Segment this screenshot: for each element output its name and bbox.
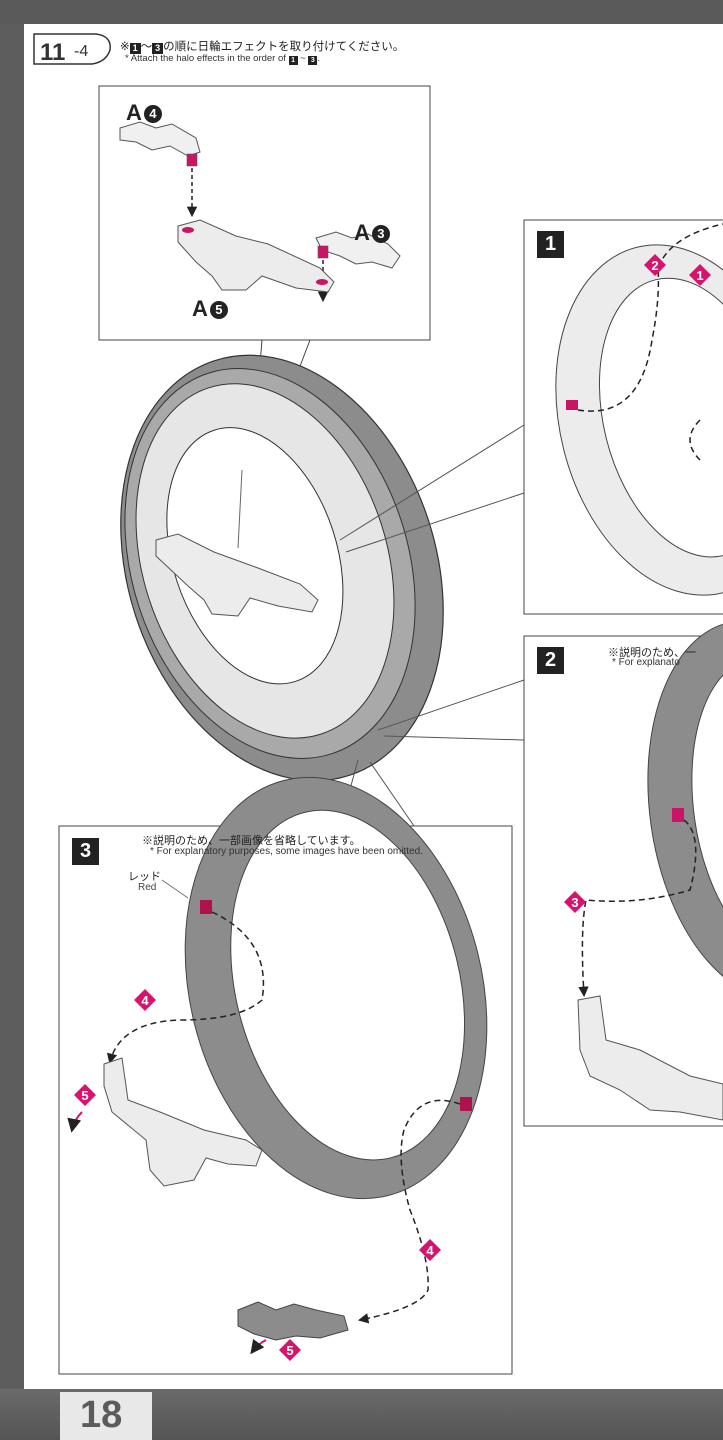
page-number: 18	[80, 1394, 123, 1436]
step-marker-text: 1	[696, 268, 703, 283]
note-jp-tilde: ～	[140, 41, 153, 53]
part-a5-number: 5	[209, 301, 228, 319]
main-halo-base	[155, 533, 319, 617]
panel-3	[58, 776, 513, 1375]
panel-2-note-en: * For explanato	[612, 657, 680, 668]
panel-1-number: 1	[537, 231, 564, 258]
note-en-step3-icon: 3	[308, 56, 318, 65]
color-label-jp: レッド	[128, 871, 161, 883]
note-jp-text: の順に日輪エフェクトを取り付けてください。	[163, 41, 405, 53]
panel-3-note-jp: ※説明のため、一部画像を省略しています。	[142, 835, 361, 847]
main-halo-ring	[120, 354, 444, 782]
note-en-step1-icon: 1	[288, 56, 298, 65]
part-a4-piece	[119, 121, 201, 167]
panel-2-number: 2	[537, 647, 564, 674]
instruction-note-en: * Attach the halo effects in the order o…	[125, 53, 320, 65]
step-major: 11	[40, 39, 65, 66]
step-marker-text: 3	[571, 895, 578, 910]
note-en-tilde: ~	[297, 53, 309, 64]
note-en-text: * Attach the halo effects in the order o…	[125, 53, 289, 64]
part-a5-base	[177, 219, 335, 293]
color-label-en: Red	[138, 882, 157, 893]
note-jp-step3-icon: 3	[152, 43, 164, 54]
step-marker-text: 2	[651, 258, 658, 273]
note-jp-sym: ※	[120, 41, 130, 53]
page-frame-top	[0, 0, 723, 24]
panel-3-number: 3	[72, 838, 99, 865]
step-minor: -4	[74, 43, 88, 60]
note-en-end: .	[317, 53, 321, 64]
part-a3-letter: A	[354, 220, 370, 245]
step-marker-6: 5	[74, 1084, 96, 1106]
step-marker-4: 4	[134, 989, 156, 1011]
panel-2-note-jp: ※説明のため、一	[608, 647, 696, 659]
part-a5-letter: A	[192, 296, 208, 321]
step-marker-7: 5	[279, 1339, 301, 1361]
panel-3-note-en: * For explanatory purposes, some images …	[150, 846, 423, 857]
step-marker-5: 4	[419, 1239, 441, 1261]
step-marker-text: 5	[81, 1088, 88, 1103]
panel-2	[523, 620, 723, 1127]
step-marker-1: 1	[689, 264, 711, 286]
part-a4-number: 4	[143, 105, 162, 123]
step-marker-3: 3	[564, 891, 586, 913]
part-a4-letter: A	[126, 100, 142, 125]
step-marker-text: 4	[141, 993, 149, 1008]
page-number-tab: 18	[60, 1392, 152, 1440]
step-marker-2: 2	[644, 254, 666, 276]
part-a3-number: 3	[371, 225, 390, 243]
note-jp-step1-icon: 1	[129, 43, 141, 54]
step-marker-text: 4	[426, 1243, 434, 1258]
panel-1	[523, 219, 723, 615]
step-marker-text: 5	[286, 1343, 293, 1358]
parts-inset-box	[98, 85, 431, 389]
